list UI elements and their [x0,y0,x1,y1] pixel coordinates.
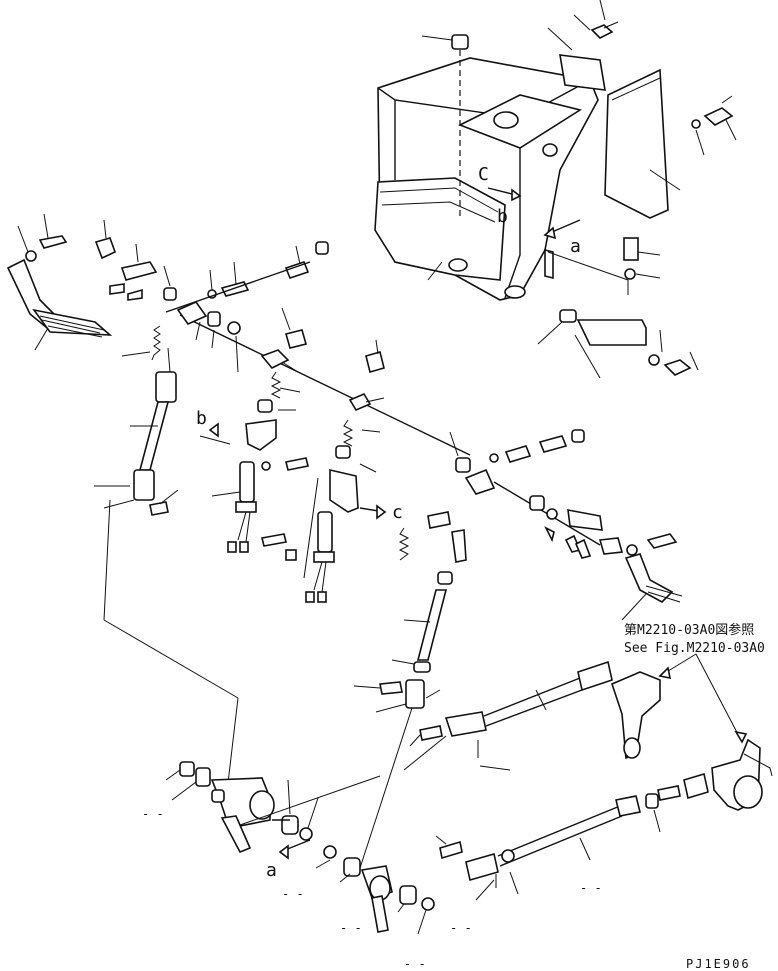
hidden-callout-5: - - [580,881,602,895]
hidden-callout-3: - - [340,921,362,935]
left-return-spring [121,325,161,361]
hidden-callout-6: - - [450,921,472,935]
right-lever-assembly [449,429,683,621]
switch-assembly-left: b [196,349,309,553]
cover-plate-small [547,0,619,91]
lower-lever-assembly: a [165,761,435,935]
lower-link-rods [403,660,773,901]
drawing-code: PJ1E906 [686,957,751,971]
housing-view-marks: C b a [427,164,581,281]
top-washer-part [421,34,469,218]
upper-cross-shaft [165,261,471,456]
view-label-a-upper: a [570,236,581,257]
side-cover-plate [604,68,737,219]
left-vertical-rod [94,347,239,801]
reference-note-jp: 第M2210-03A0図参照 [624,622,754,638]
center-vertical-rod [353,511,467,869]
reference-note-en: See Fig.M2210-03A0 [624,641,765,656]
view-label-c-lower: c [392,502,403,523]
hidden-callout-4: - - [404,957,426,971]
view-label-b-upper: b [497,206,508,227]
view-label-a-lower: a [266,860,277,881]
cylinder-pin-assembly [537,309,699,379]
view-label-b-lower: b [196,408,207,429]
reference-callout-lines [658,653,748,744]
housing-bolts-right [547,237,661,295]
hidden-callout-1: - - [142,807,164,821]
housing-cover [374,57,599,301]
left-pedal-assembly [6,213,113,351]
hidden-callout-2: - - [282,887,304,901]
left-rod-fittings [94,219,329,301]
view-label-C: C [478,164,489,185]
switch-assembly-right: c [261,307,403,603]
